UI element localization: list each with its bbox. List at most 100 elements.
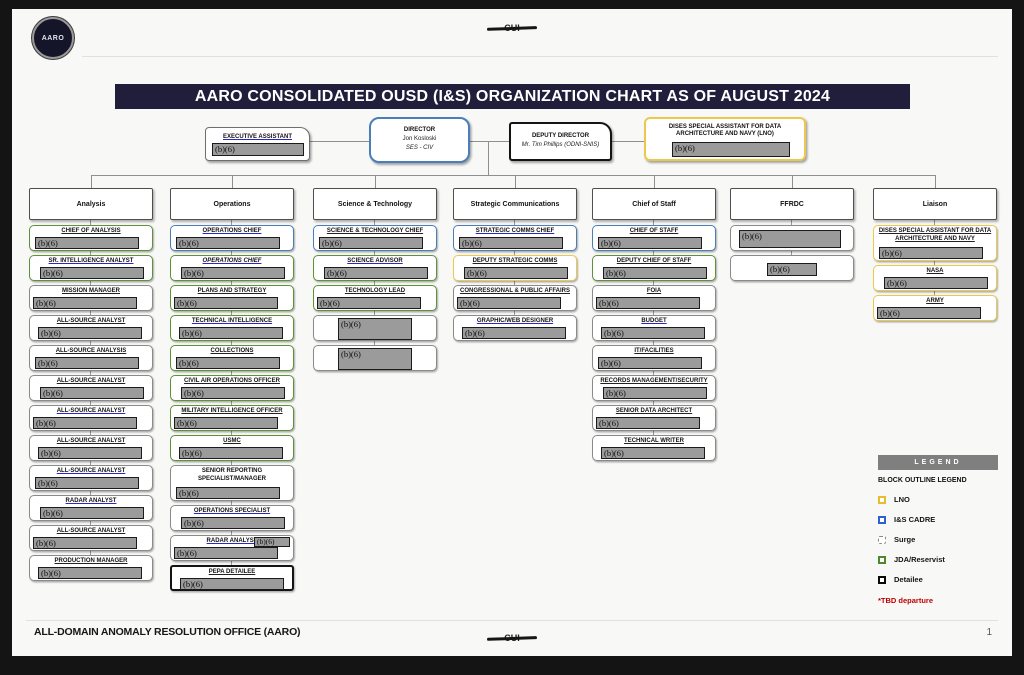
org-box-title: OPERATIONS CHIEF (202, 258, 262, 264)
redaction-bar: (b)(6) (180, 578, 284, 590)
redaction-bar: (b)(6) (40, 507, 144, 519)
org-box: ALL-SOURCE ANALYST (b)(6) (29, 375, 153, 401)
redaction-bar: (b)(6) (33, 537, 137, 549)
org-box: TECHNOLOGY LEAD(b)(6) (313, 285, 437, 311)
legend-header: LEGEND (878, 455, 998, 470)
org-box: SR. INTELLIGENCE ANALYST(b)(6) (29, 255, 153, 281)
org-box: (b)(6) (313, 345, 437, 371)
org-box-title: BUDGET (641, 318, 667, 324)
redaction-bar: (b)(6) (254, 537, 290, 547)
connector-stub (654, 175, 655, 188)
redaction-bar: (b)(6) (38, 567, 142, 579)
org-box-title: SCIENCE & TECHNOLOGY CHIEF (326, 228, 424, 234)
org-box-title: PRODUCTION MANAGER (54, 558, 128, 564)
org-box-title: MILITARY INTELLIGENCE OFFICER (181, 408, 283, 414)
redaction-bar: (b)(6) (324, 267, 428, 279)
org-box: GRAPHIC/WEB DESIGNER(b)(6) (453, 315, 577, 341)
deputy-director-name: Mr. Tim Phillips (ODNI-SNIS) (521, 142, 600, 148)
column-header: Chief of Staff (592, 188, 716, 220)
org-box-title: TECHNICAL INTELLIGENCE (191, 318, 273, 324)
connector-stub (232, 175, 233, 188)
redaction-bar: (b)(6) (40, 267, 144, 279)
redaction-bar: (b)(6) (338, 348, 412, 370)
org-box: FOIA (b)(6) (592, 285, 716, 311)
redaction-bar: (b)(6) (40, 387, 144, 399)
org-box: SCIENCE ADVISOR(b)(6) (313, 255, 437, 281)
redaction-bar: (b)(6) (317, 297, 421, 309)
connector-line (310, 141, 369, 142)
org-box: (b)(6) (730, 225, 854, 251)
connector-line (470, 141, 509, 142)
redaction-bar: (b)(6) (596, 297, 700, 309)
org-box: OPERATIONS SPECIALIST(b)(6) (170, 505, 294, 531)
org-box: CONGRESSIONAL & PUBLIC AFFAIRS(b)(6) (453, 285, 577, 311)
org-box-title: PLANS AND STRATEGY (197, 288, 267, 294)
org-box-title: NASA (926, 268, 944, 274)
org-box: (b)(6) (313, 315, 437, 341)
redaction-bar: (b)(6) (457, 297, 561, 309)
legend-item: Surge (878, 535, 1008, 544)
column-header: Liaison (873, 188, 997, 220)
org-box: TECHNICAL INTELLIGENCE(b)(6) (170, 315, 294, 341)
redaction-bar: (b)(6) (603, 387, 707, 399)
org-box-title: ALL-SOURCE ANALYST (56, 438, 126, 444)
document-page: AARO CUI AARO CONSOLIDATED OUSD (I&S) OR… (12, 9, 1012, 656)
org-box: CHIEF OF STAFF(b)(6) (592, 225, 716, 251)
org-box: MILITARY INTELLIGENCE OFFICER(b)(6) (170, 405, 294, 431)
org-box-title: CHIEF OF STAFF (629, 228, 679, 234)
org-box-title: TECHNICAL WRITER (624, 438, 684, 444)
deputy-director-box: DEPUTY DIRECTOR Mr. Tim Phillips (ODNI-S… (509, 122, 612, 161)
redaction-bar: (b)(6) (179, 447, 283, 459)
org-box-title: ALL-SOURCE ANALYST (56, 378, 126, 384)
connector-stub (91, 175, 92, 188)
org-box: RADAR ANALYST(b)(6) (29, 495, 153, 521)
cui-marking-bottom: CUI (12, 628, 1012, 646)
redaction-bar: (b)(6) (879, 247, 983, 259)
column-header: Science & Technology (313, 188, 437, 220)
org-box: TECHNICAL WRITER(b)(6) (592, 435, 716, 461)
legend-label: I&S CADRE (894, 515, 936, 524)
org-box-title: USMC (223, 438, 241, 444)
legend-tbd-note: *TBD departure (878, 596, 934, 605)
legend-label: JDA/Reservist (894, 555, 945, 564)
connector-stub (935, 175, 936, 188)
org-box-title: OPERATIONS SPECIALIST (193, 508, 271, 514)
redaction-bar: (b)(6) (212, 143, 304, 156)
legend-item: I&S CADRE (878, 515, 1008, 524)
director-name: Jon Kosloski (402, 136, 437, 142)
page-number: 1 (986, 627, 992, 638)
org-box: NASA(b)(6) (873, 265, 997, 291)
org-box: ALL-SOURCE ANALYST(b)(6) (29, 525, 153, 551)
org-box-title: CIVIL AIR OPERATIONS OFFICER (184, 378, 280, 384)
redaction-bar: (b)(6) (33, 297, 137, 309)
org-box-title: ARMY (926, 298, 944, 304)
org-box: OPERATIONS CHIEF(b)(6) (170, 255, 294, 281)
org-box-title: STRATEGIC COMMS CHIEF (475, 228, 555, 234)
redaction-bar: (b)(6) (181, 387, 285, 399)
org-box: ALL-SOURCE ANALYST(b)(6) (29, 405, 153, 431)
org-box: ALL-SOURCE ANALYST(b)(6) (29, 435, 153, 461)
org-box: RECORDS MANAGEMENT/SECURITY(b)(6) (592, 375, 716, 401)
legend-swatch-yellow-icon (878, 495, 886, 504)
org-box-title: DEPUTY CHIEF OF STAFF (616, 258, 692, 264)
legend-swatch-blue-icon (878, 515, 886, 524)
redaction-bar: (b)(6) (338, 318, 412, 340)
redaction-bar: (b)(6) (672, 142, 790, 157)
org-box: SENIOR DATA ARCHITECT(b)(6) (592, 405, 716, 431)
connector-drop-line (488, 141, 489, 175)
org-box: PEPA DETAILEE(b)(6) (170, 565, 294, 591)
org-box-title: FOIA (646, 288, 662, 294)
org-box: CIVIL AIR OPERATIONS OFFICER (b)(6) (170, 375, 294, 401)
redaction-bar: (b)(6) (459, 237, 563, 249)
column-header: Strategic Communications (453, 188, 577, 220)
redaction-bar: (b)(6) (176, 487, 280, 499)
org-box: PRODUCTION MANAGER (b)(6) (29, 555, 153, 581)
redaction-bar: (b)(6) (176, 357, 280, 369)
connector-stub (375, 175, 376, 188)
redaction-bar: (b)(6) (176, 237, 280, 249)
